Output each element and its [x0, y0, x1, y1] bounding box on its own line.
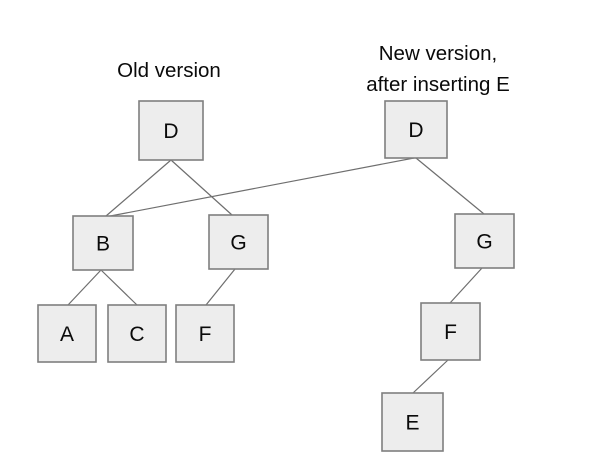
node-old-g[interactable]: G	[208, 214, 269, 270]
node-new-d[interactable]: D	[384, 100, 448, 159]
node-old-d[interactable]: D	[138, 100, 204, 161]
edge-old-d-to-b	[105, 159, 172, 217]
edges-layer	[67, 157, 485, 394]
caption-new-version-line1: New version,	[379, 42, 498, 65]
node-label-old-d: D	[163, 120, 178, 143]
node-label-new-e: E	[405, 412, 419, 435]
node-old-f[interactable]: F	[175, 304, 235, 363]
node-box-old-c[interactable]	[107, 304, 167, 363]
node-box-new-e[interactable]	[381, 392, 444, 452]
node-box-old-a[interactable]	[37, 304, 97, 363]
node-label-new-g: G	[476, 231, 492, 254]
edge-new-f-to-new-e	[412, 359, 449, 394]
node-box-new-f[interactable]	[420, 302, 481, 361]
edge-old-b-to-c	[100, 269, 138, 306]
edge-new-g-to-new-f	[449, 267, 483, 304]
node-old-a[interactable]: A	[37, 304, 97, 363]
node-box-old-g[interactable]	[208, 214, 269, 270]
node-new-g[interactable]: G	[454, 213, 515, 269]
edge-new-d-to-old-b	[104, 157, 415, 218]
caption-old-version: Old version	[117, 59, 221, 82]
node-old-b[interactable]: B	[72, 215, 134, 271]
node-label-old-f: F	[199, 323, 212, 346]
caption-new-version-line2: after inserting E	[366, 73, 510, 96]
node-label-new-d: D	[408, 119, 423, 142]
node-box-old-f[interactable]	[175, 304, 235, 363]
edge-old-d-to-g	[170, 159, 233, 216]
node-box-new-g[interactable]	[454, 213, 515, 269]
node-new-f[interactable]: F	[420, 302, 481, 361]
captions-layer: Old version New version, after inserting…	[117, 42, 510, 96]
edge-new-d-to-new-g	[415, 157, 485, 215]
node-old-c[interactable]: C	[107, 304, 167, 363]
node-label-old-b: B	[96, 233, 110, 256]
node-box-old-b[interactable]	[72, 215, 134, 271]
edge-old-g-to-f	[205, 268, 236, 306]
node-box-new-d[interactable]	[384, 100, 448, 159]
node-box-old-d[interactable]	[138, 100, 204, 161]
node-new-e[interactable]: E	[381, 392, 444, 452]
nodes-layer: D B G A C F D G F E	[37, 100, 515, 452]
edge-old-b-to-a	[67, 269, 102, 306]
node-label-old-g: G	[230, 232, 246, 255]
node-label-old-a: A	[60, 323, 74, 346]
node-label-new-f: F	[444, 321, 457, 344]
node-label-old-c: C	[129, 323, 144, 346]
